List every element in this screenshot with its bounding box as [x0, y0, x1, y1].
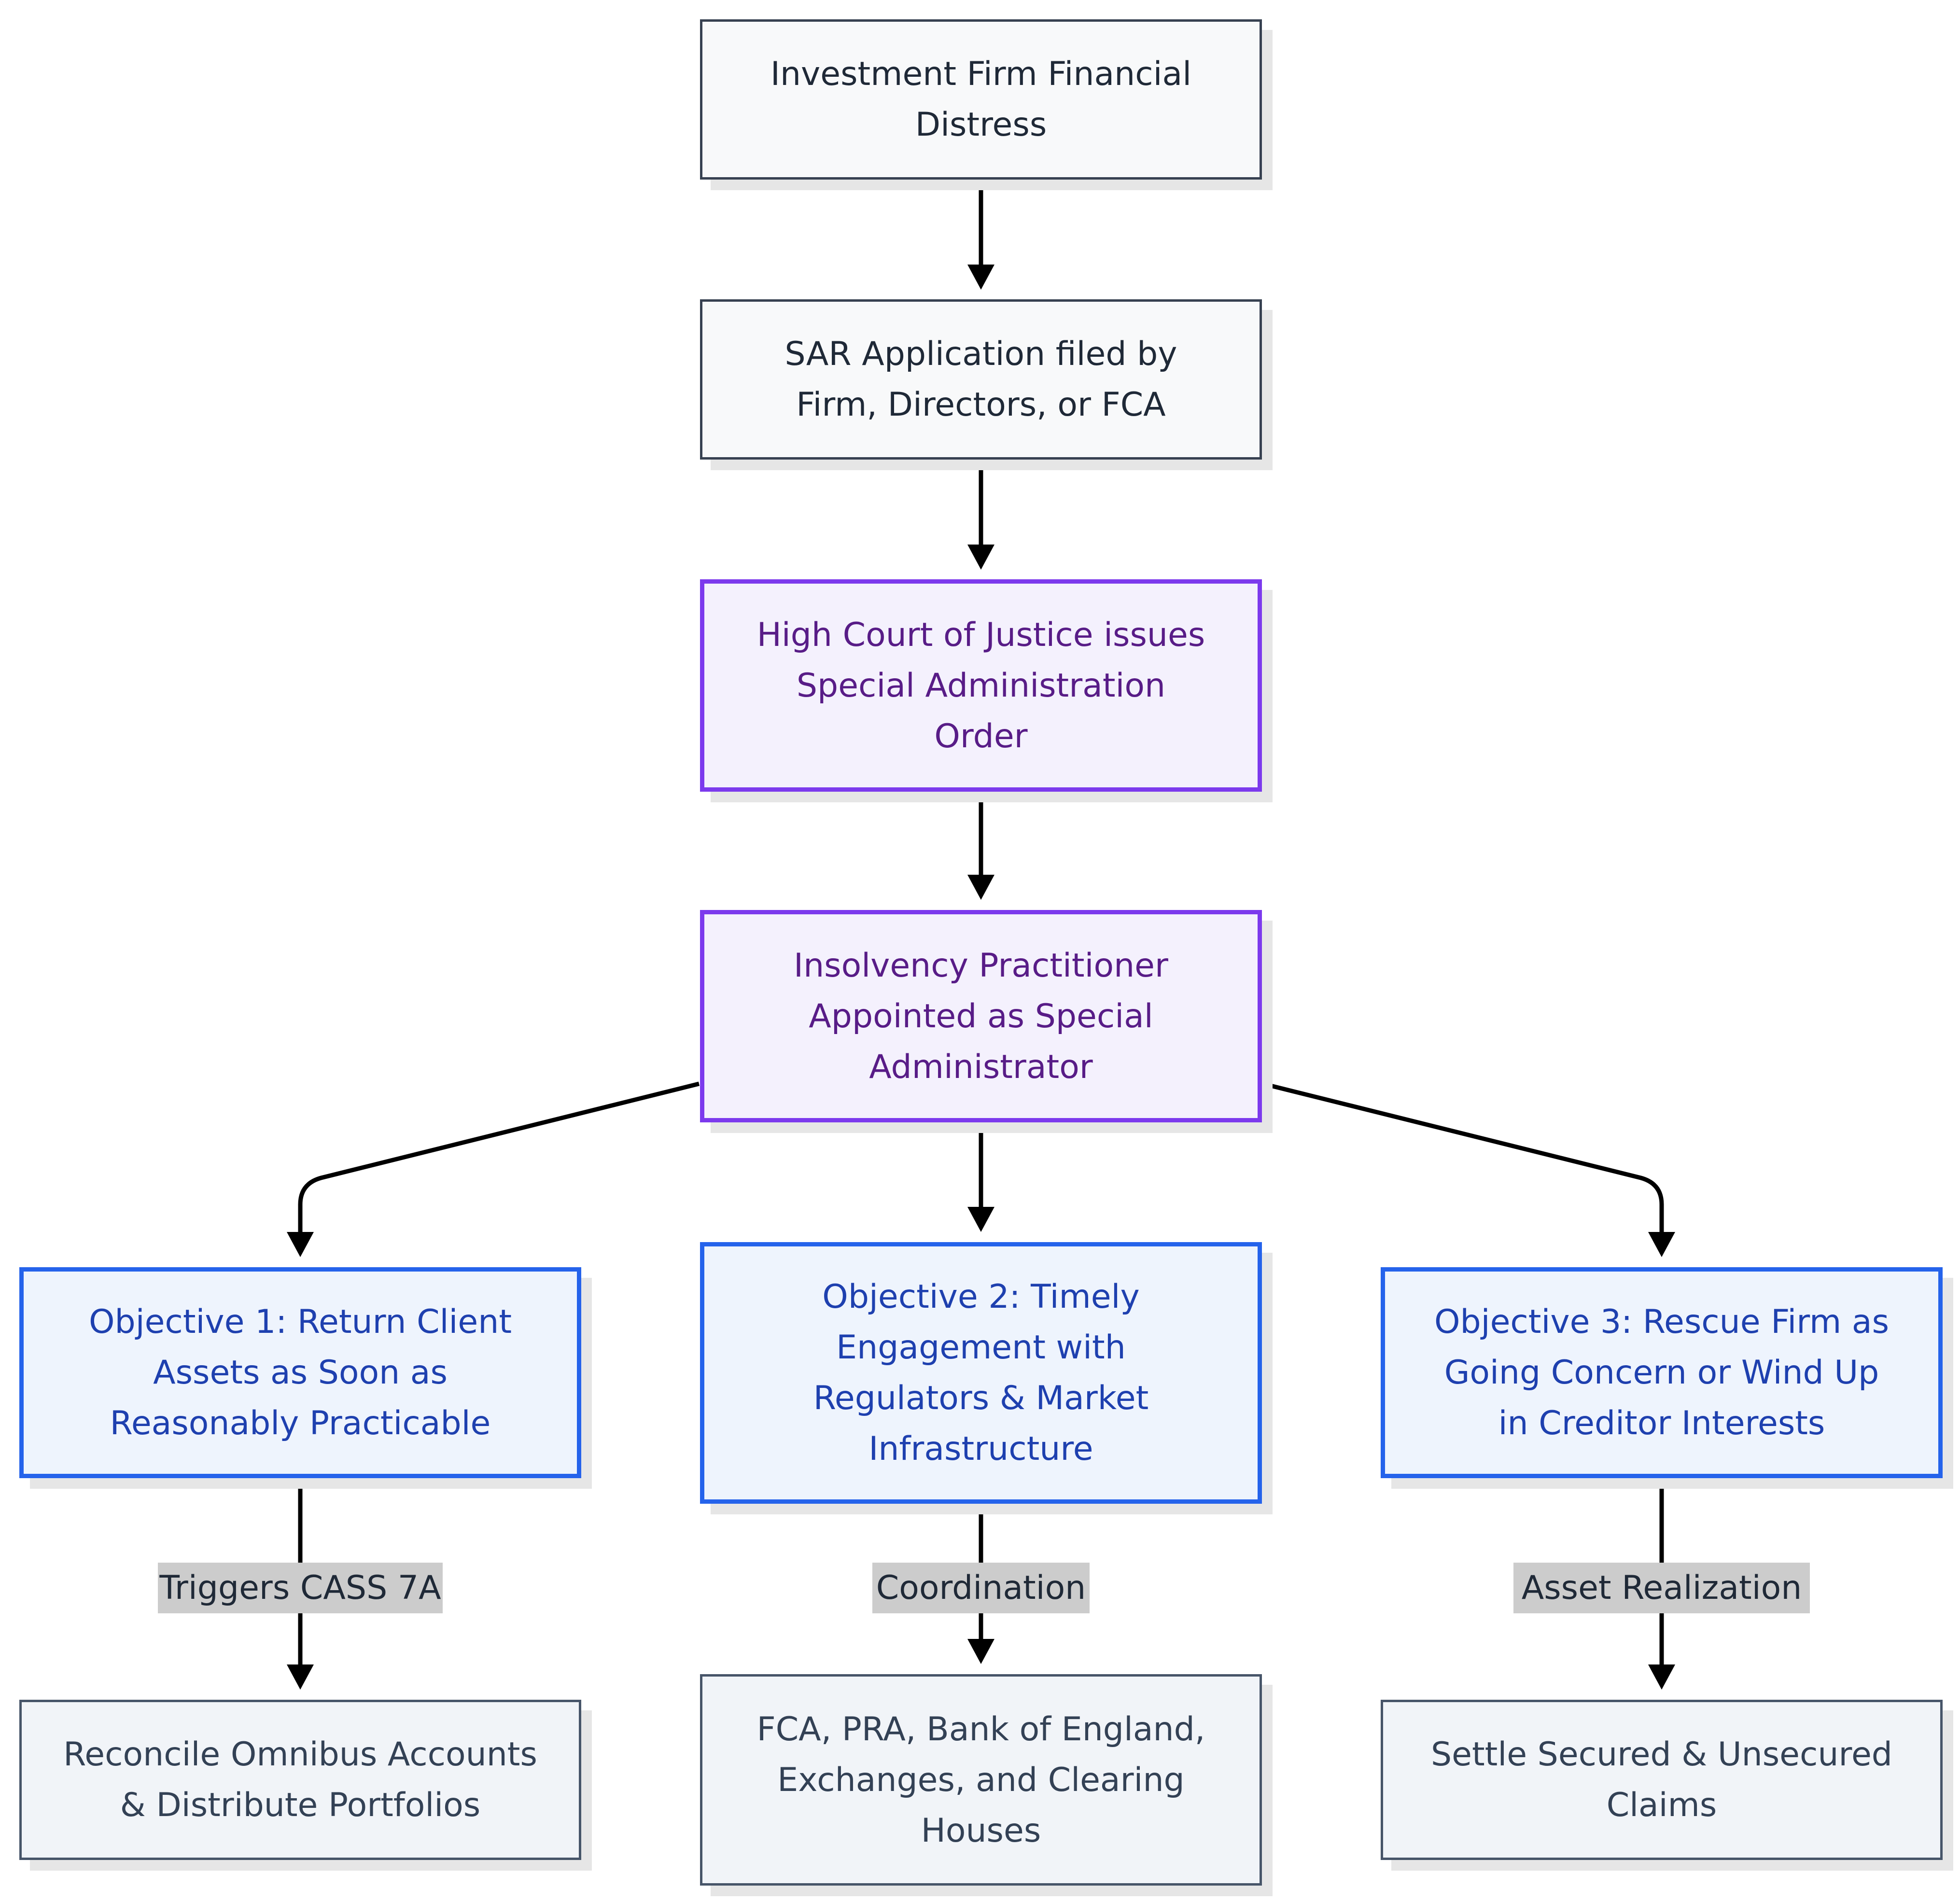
- edge-label-text: Triggers CASS 7A: [159, 1569, 441, 1607]
- node-objective-3: Objective 3: Rescue Firm as Going Concer…: [1381, 1267, 1943, 1478]
- node-label: Insolvency Practitioner Appointed as Spe…: [794, 946, 1168, 1086]
- edge-practitioner-objective3: [1262, 1081, 1664, 1232]
- arrowhead-sar: [967, 265, 994, 290]
- node-label: FCA, PRA, Bank of England, Exchanges, an…: [756, 1710, 1205, 1850]
- edge-practitioner-objective1: [298, 1081, 700, 1232]
- arrowhead-regulators: [967, 1639, 994, 1664]
- node-reconcile-accounts: Reconcile Omnibus Accounts & Distribute …: [19, 1700, 581, 1860]
- node-sar-application: SAR Application filed by Firm, Directors…: [700, 299, 1262, 460]
- arrowhead-objective2: [967, 1207, 994, 1232]
- node-label: Objective 2: Timely Engagement with Regu…: [813, 1278, 1149, 1468]
- node-label: Investment Firm Financial Distress: [770, 55, 1192, 144]
- edge-label-coordination: Coordination: [872, 1563, 1090, 1613]
- node-label: SAR Application filed by Firm, Directors…: [784, 335, 1177, 424]
- edge-label-asset-realization: Asset Realization: [1513, 1563, 1810, 1613]
- node-label: Objective 1: Return Client Assets as Soo…: [89, 1303, 512, 1442]
- node-regulators-infrastructure: FCA, PRA, Bank of England, Exchanges, an…: [700, 1674, 1262, 1886]
- arrowhead-objective1: [287, 1232, 314, 1257]
- edge-label-text: Asset Realization: [1521, 1569, 1802, 1607]
- arrowhead-claims: [1648, 1664, 1675, 1690]
- node-label: Reconcile Omnibus Accounts & Distribute …: [63, 1735, 537, 1824]
- edge-label-cass: Triggers CASS 7A: [158, 1563, 443, 1613]
- arrowhead-objective3: [1648, 1232, 1675, 1257]
- arrowhead-practitioner: [967, 875, 994, 900]
- arrowhead-court: [967, 545, 994, 570]
- node-objective-1: Objective 1: Return Client Assets as Soo…: [19, 1267, 581, 1478]
- edge-label-text: Coordination: [876, 1569, 1086, 1607]
- node-financial-distress: Investment Firm Financial Distress: [700, 19, 1262, 180]
- arrowhead-reconcile: [287, 1664, 314, 1690]
- node-label: High Court of Justice issues Special Adm…: [756, 615, 1205, 755]
- node-settle-claims: Settle Secured & Unsecured Claims: [1381, 1700, 1943, 1860]
- node-high-court-order: High Court of Justice issues Special Adm…: [700, 579, 1262, 792]
- node-objective-2: Objective 2: Timely Engagement with Regu…: [700, 1242, 1262, 1504]
- node-special-administrator: Insolvency Practitioner Appointed as Spe…: [700, 910, 1262, 1122]
- node-label: Objective 3: Rescue Firm as Going Concer…: [1434, 1303, 1889, 1442]
- node-label: Settle Secured & Unsecured Claims: [1431, 1735, 1892, 1824]
